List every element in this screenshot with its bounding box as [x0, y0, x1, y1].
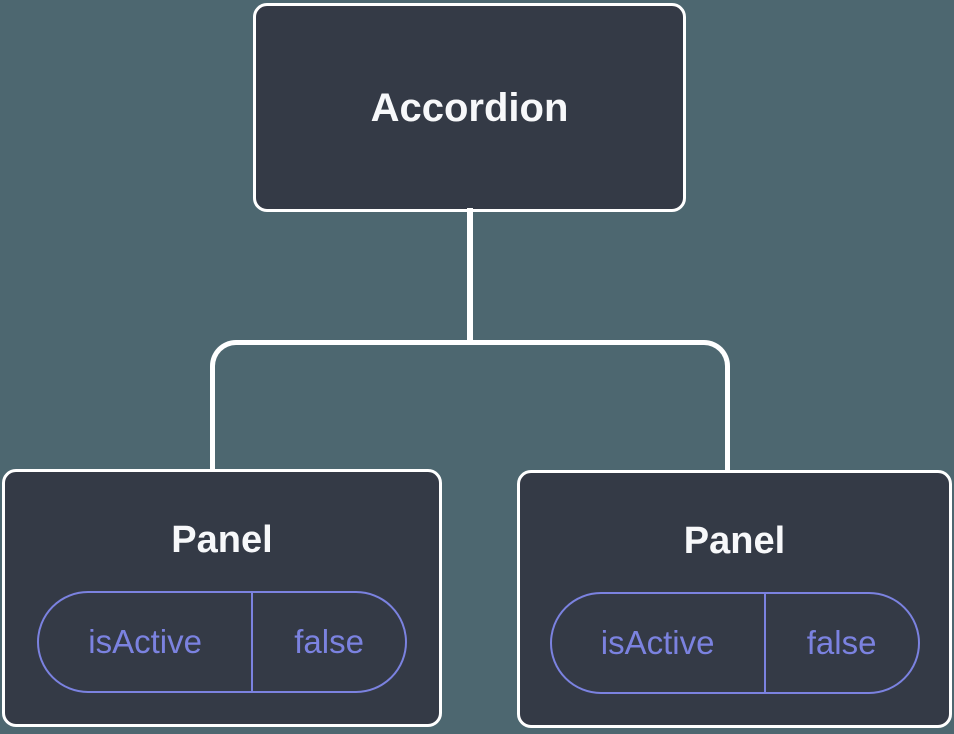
state-pill-left: isActive false: [37, 590, 407, 693]
accordion-node: Accordion: [253, 3, 686, 212]
state-key-label: isActive: [600, 623, 715, 661]
panel-node-right: Panel isActive false: [517, 470, 952, 728]
panel-node-right-label: Panel: [683, 520, 786, 562]
state-pill-right: isActive false: [549, 591, 920, 694]
panel-node-left-label: Panel: [171, 519, 273, 561]
accordion-node-label: Accordion: [370, 85, 569, 130]
connector-bracket-line: [210, 340, 730, 470]
connector-stem-line: [467, 208, 473, 345]
state-value-label: false: [763, 593, 918, 692]
panel-node-left: Panel isActive false: [2, 469, 442, 727]
state-value-label: false: [251, 592, 405, 691]
state-key-label: isActive: [88, 622, 202, 660]
